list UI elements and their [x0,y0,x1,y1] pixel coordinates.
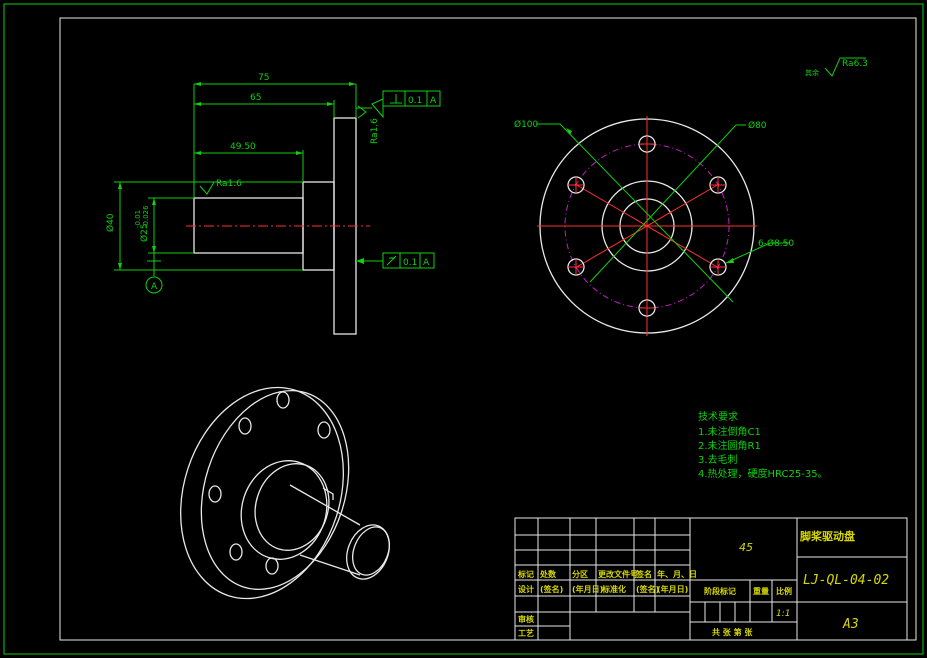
side-view: 75 65 49.50 Ø40 Ø25 -0.01 -0.026 Ra1.6 R… [105,73,441,335]
dim-dia-100: Ø100 [514,119,539,130]
ra-general-prefix: 其余 [805,68,819,77]
tb-scale: 1:1 [776,609,790,619]
tb-r2-3: 标准化 [601,584,626,594]
note-3: 3.去毛刺 [698,454,738,466]
tb-r2-4: (签名) [636,584,659,594]
tb-r2-2: (年月日) [572,584,603,594]
dim-tol-lower: -0.026 [142,205,150,228]
tb-r1-5: 年、月、日 [657,569,697,579]
tb-sheet-size: A3 [842,617,859,632]
datum-label: A [151,282,158,292]
technical-notes: 技术要求 1.未注倒角C1 2.未注圆角R1 3.去毛刺 4.热处理，硬度HRC… [698,410,828,480]
tb-r2-1: (签名) [540,584,563,594]
note-1: 1.未注倒角C1 [698,425,761,438]
gtol1-datum: A [430,96,437,106]
dim-75: 75 [258,73,269,83]
ra-shaft: Ra1.6 [216,179,242,189]
tb-weight-label: 重量 [753,586,769,596]
note-4: 4.热处理，硬度HRC25-35。 [698,467,828,480]
tb-drawing-no: LJ-QL-04-02 [803,573,889,588]
tb-stage-label: 阶段标记 [704,586,736,596]
gtol2-value: 0.1 [403,258,417,268]
isometric-view [180,386,390,600]
end-view: Ø100 Ø80 6-Ø8.50 [514,116,794,336]
bolt-holes [567,135,727,317]
tb-r1-0: 标记 [517,569,534,579]
tb-scale-label: 比例 [776,586,792,596]
dim-dia-25: Ø25 [139,223,150,242]
inner-frame [59,17,917,641]
tb-material: 45 [739,541,753,554]
general-roughness: 其余 Ra6.3 [805,57,868,77]
tb-r2-5: (年月日) [657,584,688,594]
tb-part-name: 脚桨驱动盘 [800,529,855,543]
dim-dia-80: Ø80 [748,120,767,131]
ra-face: Ra1.6 [370,118,380,144]
tb-r1-3: 更改文件号 [598,569,638,579]
dim-holes: 6-Ø8.50 [758,238,794,249]
ra-general: Ra6.3 [842,59,868,69]
notes-title: 技术要求 [698,410,738,423]
outer-border [3,3,924,655]
dim-65: 65 [250,93,261,103]
tb-r1-2: 分区 [572,569,588,579]
tb-r1-1: 处数 [539,569,557,579]
tb-sheet-text: 共 张 第 张 [712,627,753,637]
dim-49-50: 49.50 [230,142,256,152]
gtol2-datum: A [423,258,430,268]
tb-r2-0: 设计 [518,584,534,594]
title-block: 标记 处数 分区 更改文件号 签名 年、月、日 设计 (签名) (年月日) 标准… [514,517,908,641]
note-2: 2.未注圆角R1 [698,439,761,452]
tb-r1-4: 签名 [635,569,652,579]
tb-r3-0: 审核 [518,614,534,624]
gtol1-value: 0.1 [408,96,422,106]
tb-r4-0: 工艺 [518,628,534,638]
dim-tol-upper: -0.01 [134,210,142,228]
dim-dia-40: Ø40 [105,213,116,232]
